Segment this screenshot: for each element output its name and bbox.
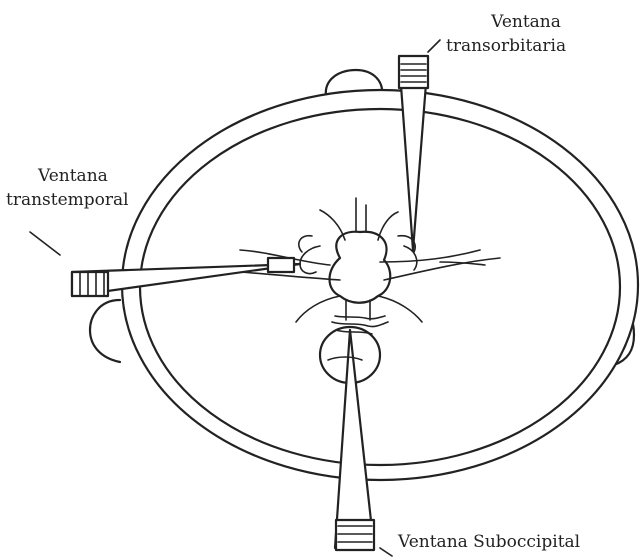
- label-transtemporal: Ventana: [38, 166, 108, 186]
- label-transtemporal-line1: Ventana: [38, 166, 108, 186]
- label-transtemporal-line2: transtemporal: [6, 190, 129, 210]
- label-transorbital-2: transorbitaria: [446, 36, 566, 56]
- label-transorbital-line1: Ventana: [476, 12, 576, 32]
- label-transtemporal-2: transtemporal: [6, 190, 129, 210]
- left-ear: [90, 300, 120, 362]
- label-transorbital-line2: transorbitaria: [446, 36, 566, 56]
- label-suboccipital: Ventana Suboccipital: [398, 532, 580, 552]
- skull-outer: [122, 90, 638, 480]
- label-transorbital: Ventana: [476, 12, 576, 32]
